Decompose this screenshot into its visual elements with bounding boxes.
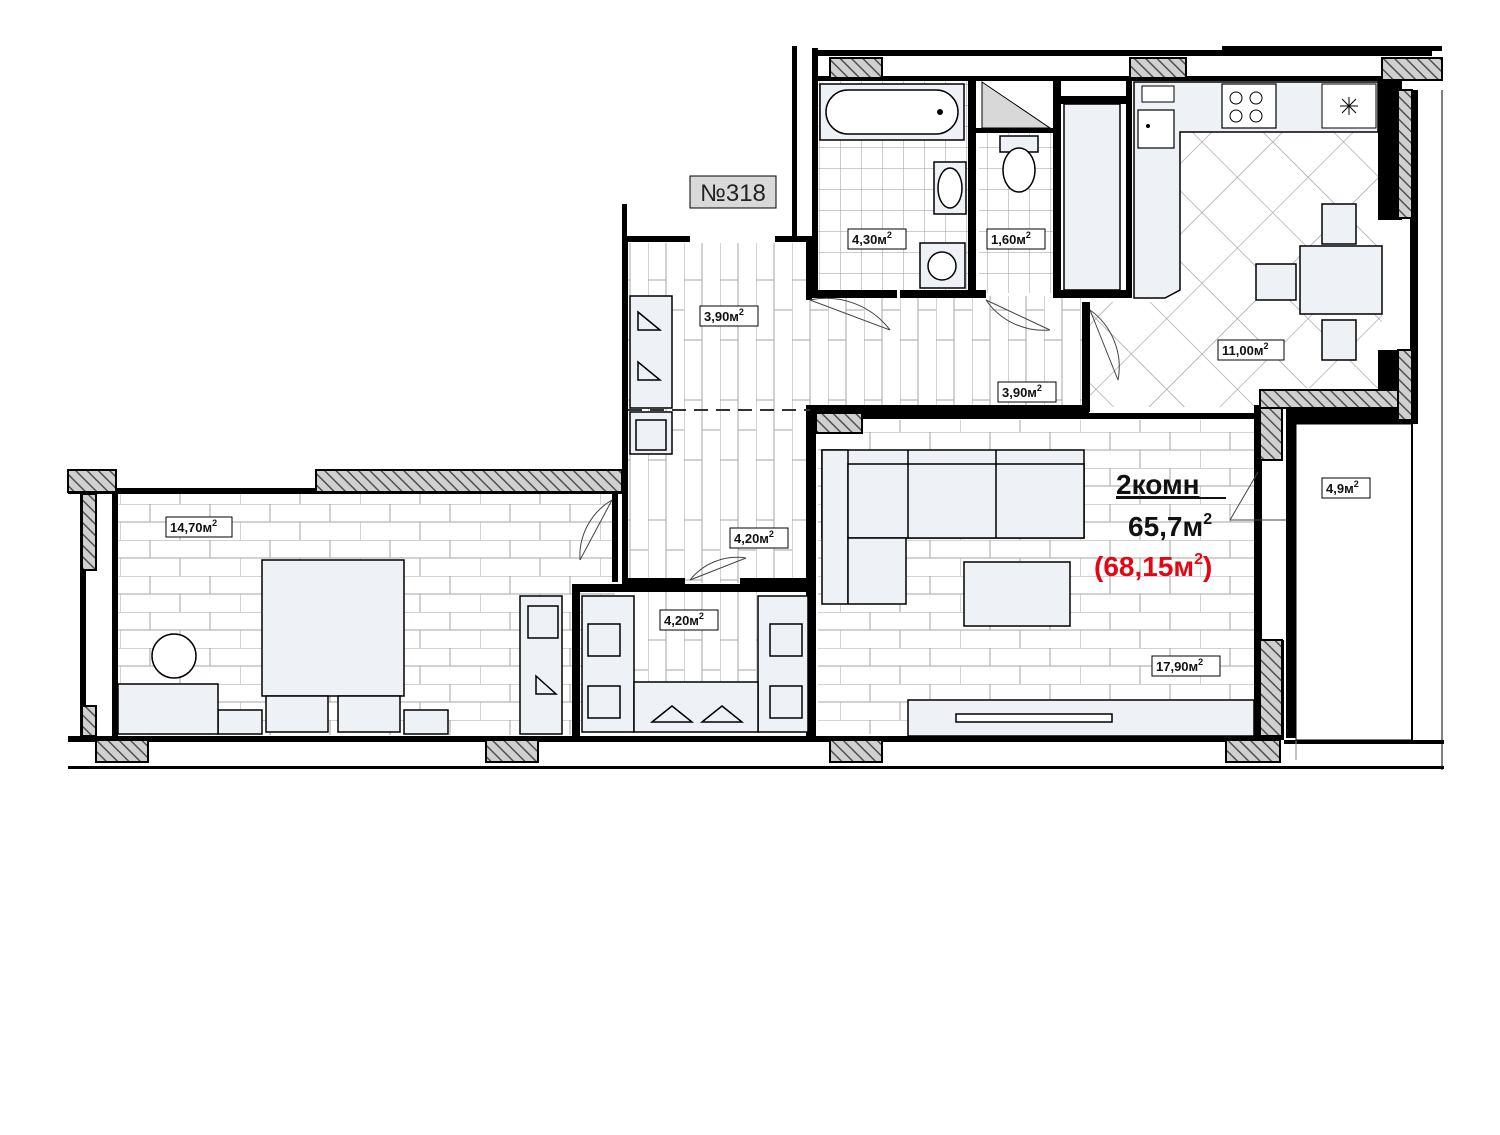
dining-set [1255,203,1383,361]
area-balcony: 4,9м [1326,481,1354,496]
kitchen-counter [1133,81,1379,299]
svg-text:4,20м2: 4,20м2 [734,529,774,546]
area-bedroom: 14,70м [170,520,212,535]
coffee-table [963,561,1071,627]
svg-text:65,7м2: 65,7м2 [1128,511,1212,542]
area-toilet: 1,60м [991,232,1026,247]
svg-text:3,90м2: 3,90м2 [704,307,744,324]
area-bathroom: 4,30м [852,232,887,247]
bathtub [819,83,965,141]
svg-text:4,20м2: 4,20м2 [664,611,704,628]
apartment-summary: 2комн 65,7м2 (68,15м2) [1094,469,1226,582]
shaft [981,81,1121,291]
wardrobe-floor [632,592,758,682]
area-living-room: 17,90м [1156,659,1198,674]
area-hall-upper: 3,90м [704,309,739,324]
balcony [1295,90,1443,770]
svg-text:(68,15м2): (68,15м2) [1094,551,1212,582]
apartment-number: №318 [700,180,766,207]
svg-text:4,30м2: 4,30м2 [852,230,892,247]
area-kitchen: 11,00м [1222,343,1263,358]
svg-text:11,00м2: 11,00м2 [1222,341,1268,358]
svg-text:17,90м2: 17,90м2 [1156,657,1203,674]
area-wardrobe: 4,20м [664,613,699,628]
apartment-area: 65,7м [1128,511,1203,542]
tv-unit [907,699,1255,737]
room-area-labels: 4,30м2 1,60м2 3,90м2 3,90м2 11,00м2 4,20… [165,228,1371,677]
washing-machine [919,242,966,289]
toilet [999,135,1039,193]
area-hall-lower: 4,20м [734,531,769,546]
area-corridor: 3,90м [1002,385,1037,400]
svg-text:4,9м2: 4,9м2 [1326,479,1359,496]
sink-bath [933,161,967,215]
svg-text:14,70м2: 14,70м2 [170,518,217,535]
kitchen-floor [1090,132,1382,407]
svg-text:3,90м2: 3,90м2 [1002,383,1042,400]
apartment-type: 2комн [1116,469,1200,500]
hanger-icons [527,310,803,723]
sofa [821,449,1085,605]
hall-wardrobe [519,295,809,735]
svg-text:1,60м2: 1,60м2 [991,230,1031,247]
hatched-walls [67,57,1443,763]
apartment-number-tag: №318 [689,175,777,209]
desk [117,633,219,735]
bed [217,559,449,735]
apartment-total-area: (68,15м [1094,551,1194,582]
